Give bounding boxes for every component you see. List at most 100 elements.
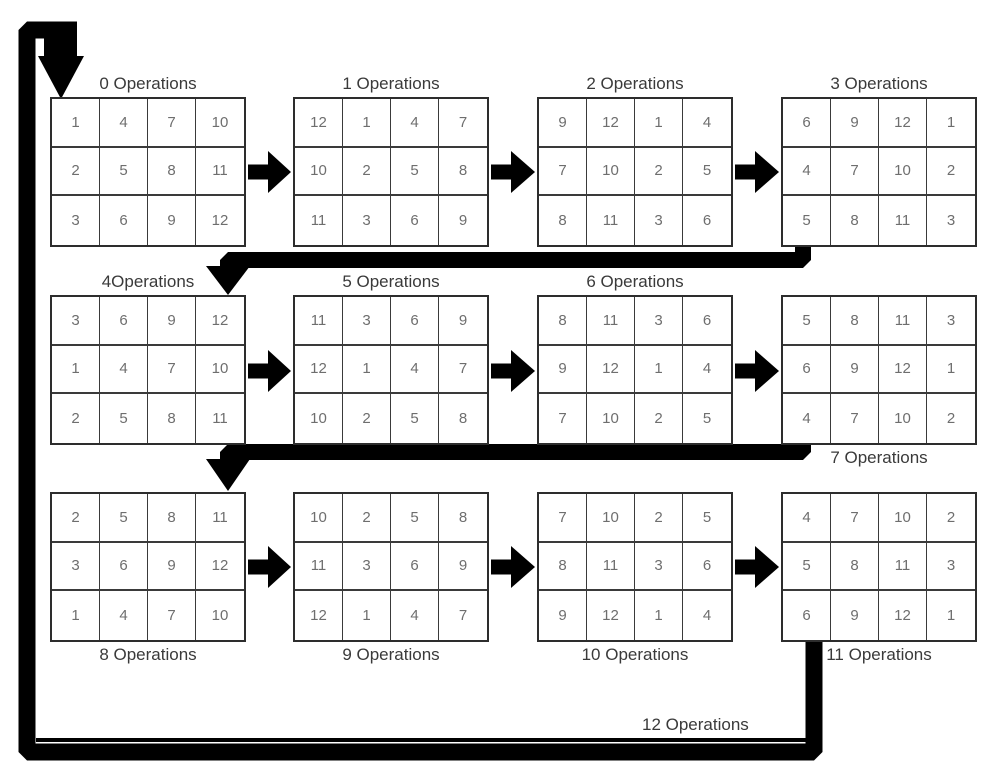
grid-cell: 6 [391,196,439,245]
grid-cell: 9 [539,591,587,640]
grid-cell: 6 [391,297,439,346]
grid-cell: 12 [587,345,635,395]
grid-cell: 5 [100,147,148,197]
grid-cell: 2 [343,494,391,543]
grid-cell: 9 [831,591,879,640]
grid-label: 1 Operations [342,74,440,93]
transition-arrowhead-down-icon [206,459,250,491]
right-arrow-icon [491,350,535,392]
grid-cell: 2 [52,147,100,197]
grid-cell: 4 [100,345,148,395]
right-arrow-icon [735,151,779,193]
grid-cell: 3 [52,196,100,245]
grid-cell: 2 [635,394,683,443]
grid-cell: 9 [539,99,587,148]
grid-cell: 9 [831,345,879,395]
grid-cell: 7 [539,394,587,443]
grid-cell: 8 [831,196,879,245]
grid-cell: 10 [295,494,343,543]
grid-cell: 3 [927,196,975,245]
grid-cell: 6 [100,196,148,245]
grid-cell: 3 [52,542,100,592]
grid-cell: 9 [439,196,487,245]
grid-cell: 4 [683,99,731,148]
grid-cell: 6 [683,297,731,346]
grid-label: 2 Operations [586,74,684,93]
grid-cell: 4 [391,591,439,640]
right-arrow-icon [248,151,291,193]
grid-cell: 3 [635,297,683,346]
grid-cell: 7 [148,99,196,148]
grid-cell: 5 [683,394,731,443]
grid-cell: 5 [391,494,439,543]
grid-cell: 7 [539,494,587,543]
grid-cell: 9 [148,542,196,592]
grid-cell: 11 [295,297,343,346]
grid-cell: 10 [879,394,927,443]
grid-cell: 12 [196,542,244,592]
grid-cell: 11 [295,196,343,245]
grid-cell: 5 [783,542,831,592]
grid-cell: 1 [635,99,683,148]
grid-cell: 1 [635,591,683,640]
grid-cell: 6 [683,542,731,592]
grid-cell: 8 [439,394,487,443]
grid-cell: 2 [343,147,391,197]
grid-cell: 6 [783,345,831,395]
grid-label: 10 Operations [581,645,689,664]
loop-label-12-operations: 12 Operations [642,715,749,734]
grid-cell: 2 [927,147,975,197]
grid-cell: 12 [196,297,244,346]
grid-cell: 8 [539,297,587,346]
grid-cell: 6 [100,542,148,592]
right-arrow-icon [248,546,291,588]
grid-cell: 7 [439,99,487,148]
grid-cell: 7 [439,345,487,395]
loop-arrow-shaft [44,30,77,57]
grid-cell: 7 [148,591,196,640]
grid-cell: 1 [927,345,975,395]
grid-cell: 2 [635,147,683,197]
grid-label: 11 Operations [826,645,932,664]
grid-cell: 11 [587,297,635,346]
grid-cell: 11 [587,196,635,245]
grid-cell: 4 [391,99,439,148]
grid-cell: 10 [587,394,635,443]
grid-cell: 3 [343,297,391,346]
grid-label: 5 Operations [342,272,440,291]
grid-cell: 8 [148,147,196,197]
grid-cell: 10 [295,147,343,197]
grid-cell: 12 [196,196,244,245]
transition-line-7-to-8 [220,441,811,461]
grid-cell: 9 [439,542,487,592]
grid-cell: 12 [295,345,343,395]
grid-cell: 1 [52,99,100,148]
grid-cell: 4 [683,345,731,395]
grid-cell: 1 [343,99,391,148]
right-arrow-icon [248,350,291,392]
grid-label: 0 Operations [99,74,197,93]
grid-cell: 11 [295,542,343,592]
grid-cell: 4 [100,99,148,148]
grid-label: 4Operations [101,272,195,291]
grid-cell: 8 [439,147,487,197]
grid-cell: 5 [783,196,831,245]
grid-cell: 9 [148,297,196,346]
grid-cell: 8 [539,196,587,245]
grid-cell: 1 [635,345,683,395]
grid-cell: 10 [587,147,635,197]
grid-cell: 1 [52,591,100,640]
